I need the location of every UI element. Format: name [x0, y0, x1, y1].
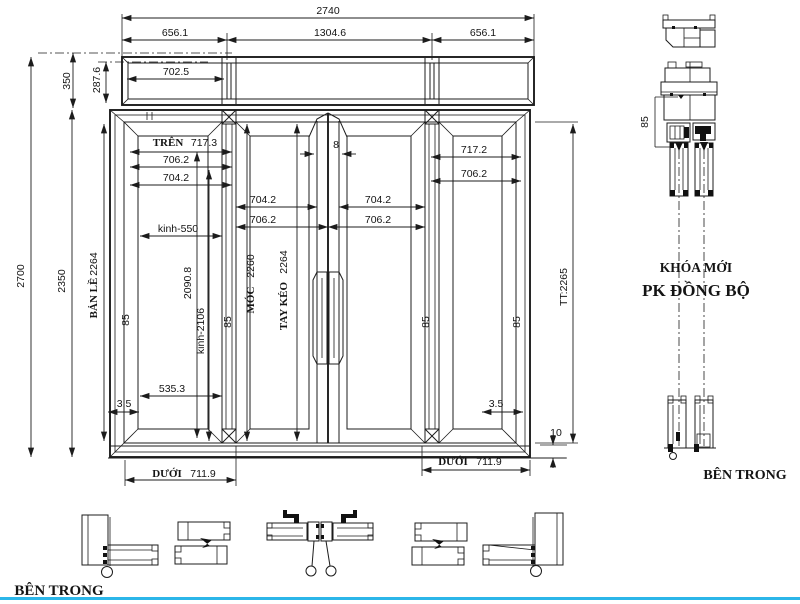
dim-535: 535.3: [159, 383, 185, 395]
dim-stile-1: 85: [120, 314, 132, 326]
label-ben-trong-bottom: BÊN TRONG: [14, 582, 104, 599]
section-center-meeting: [266, 510, 374, 577]
track-profile-right: [694, 142, 714, 197]
dim-2090: 2090.8: [182, 267, 194, 299]
dim-stile-4: 85: [511, 316, 523, 328]
section-interlock-right: [411, 522, 468, 566]
dim-cr-706: 706.2: [365, 214, 391, 226]
panel-4-glass: [438, 121, 517, 444]
dim-ban-le-2264: 2264: [88, 252, 100, 276]
door-frame: [108, 109, 566, 459]
dim-tt-2265: TT:2265: [558, 268, 570, 306]
bottom-track-profile: [664, 395, 716, 460]
dim-stile-2: 85: [222, 316, 234, 328]
door-dimension-labels: TRÊN 717.3 706.2 704.2 kinh-550 2090.8 k…: [15, 137, 570, 480]
dim-step-10: 10: [550, 427, 562, 439]
label-tren: TRÊN: [153, 137, 184, 149]
dim-p1-706: 706.2: [163, 154, 189, 166]
dim-gap-left: 3.5: [117, 398, 132, 410]
dim-overlap-8: 8: [333, 139, 339, 151]
label-ben-trong-right: BÊN TRONG: [703, 466, 786, 483]
dim-left-cell: 656.1: [162, 27, 188, 39]
door-mullion-left: [221, 109, 237, 444]
dim-cl-706: 706.2: [250, 214, 276, 226]
dim-duoi-right-val: 711.9: [476, 456, 502, 468]
transom-mullion-left: [221, 58, 237, 104]
door-dimensions: [27, 56, 578, 486]
label-moc: MÓC: [245, 287, 257, 314]
door-pull-handle: [312, 271, 344, 365]
transom-window: [121, 56, 535, 106]
vertical-section-detail: 85 KHÓA MỚI PK ĐỒNG BỘ BÊN TRONG: [639, 14, 787, 483]
panel-3-glass: [338, 121, 426, 444]
dim-717-2: 717.2: [461, 144, 487, 156]
label-tay-keo: TAY KÉO: [278, 281, 290, 330]
dim-stile-3: 85: [420, 316, 432, 328]
dim-total-width: 2740: [316, 5, 340, 17]
door-mullion-right: [424, 109, 440, 444]
dim-tay-keo-2264: 2264: [278, 250, 290, 274]
dim-right-cell: 656.1: [470, 27, 496, 39]
dim-2350: 2350: [56, 269, 68, 293]
center-meeting-stile: [308, 112, 348, 443]
section-interlock-left: [174, 521, 231, 565]
dim-kinh-550: kinh-550: [158, 223, 198, 235]
dim-moc-2260: 2260: [245, 254, 257, 278]
transom-mullion-right: [424, 58, 440, 104]
label-duoi-left: DƯỚI: [152, 468, 182, 480]
top-dimensions: 2740 656.1 1304.6 656.1 702.5 350 287.6: [38, 5, 535, 109]
dim-transom-height: 350: [61, 72, 73, 90]
dim-left-glass: 702.5: [163, 66, 189, 78]
dim-kinh-2106: kinh-2106: [195, 308, 207, 354]
dim-p1-704: 704.2: [163, 172, 189, 184]
dim-2700: 2700: [15, 264, 27, 288]
dim-transom-glass-height: 287.6: [91, 67, 103, 93]
note-khoa-moi: KHÓA MỚI: [660, 260, 732, 275]
dim-duoi-left-val: 711.9: [190, 468, 216, 480]
label-duoi-right: DƯỚI: [438, 456, 468, 468]
dim-717-3: 717.3: [191, 137, 217, 149]
panel-2-glass: [235, 121, 318, 444]
note-pk-dong-bo: PK ĐỒNG BỘ: [642, 280, 750, 300]
label-ban-le: BẢN LỀ: [87, 278, 100, 319]
dim-center-cell: 1304.6: [314, 27, 346, 39]
section-left-jamb: [81, 514, 159, 578]
footer-accent-line: [0, 597, 800, 600]
dim-section-85: 85: [639, 116, 651, 128]
dim-cl-704: 704.2: [250, 194, 276, 206]
dim-cr-704: 704.2: [365, 194, 391, 206]
horizontal-sections-row: [81, 510, 564, 578]
section-right-jamb: [482, 512, 564, 577]
dim-gap-right: 3.5: [489, 398, 504, 410]
dim-p4-706: 706.2: [461, 168, 487, 180]
